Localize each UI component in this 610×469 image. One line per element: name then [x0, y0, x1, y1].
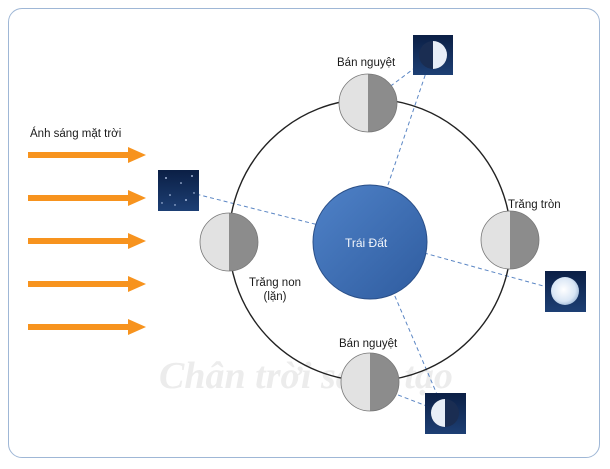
sunlight-arrow-icon	[28, 147, 146, 163]
new-moon-label-line2: (lặn)	[263, 291, 287, 304]
sunlight-label: Ánh sáng mặt trời	[30, 128, 122, 140]
moon-right	[480, 210, 540, 270]
sunlight-arrow-icon	[28, 276, 146, 292]
sunlight-arrow-icon	[28, 233, 146, 249]
moon-top	[338, 73, 398, 133]
moon-phase-thumbnail-icon	[425, 393, 466, 434]
new-moon-label-line1: Trăng non	[249, 277, 301, 289]
sight-line-right	[369, 237, 566, 293]
sunlight-arrow-icon	[28, 190, 146, 206]
moon-bottom	[340, 352, 400, 412]
half-moon-bottom-label: Bán nguyệt	[339, 338, 398, 350]
watermark: Chân trời sáng tạo	[159, 355, 453, 397]
sight-line-top	[369, 54, 433, 239]
moon-phase-thumbnail-icon	[158, 170, 199, 211]
new-moon-label: Trăng non (lặn)	[240, 276, 310, 305]
moon-left	[199, 212, 259, 272]
half-moon-top-label: Bán nguyệt	[337, 57, 396, 69]
sunlight-arrow-icon	[28, 319, 146, 335]
earth-label: Trái Đất	[345, 236, 388, 250]
full-moon-label: Trăng tròn	[508, 199, 561, 211]
earth	[312, 184, 428, 300]
moon-phase-thumbnail-icon	[413, 35, 453, 75]
moon-phase-thumbnail-icon	[545, 271, 586, 312]
sight-line-left	[179, 189, 371, 239]
